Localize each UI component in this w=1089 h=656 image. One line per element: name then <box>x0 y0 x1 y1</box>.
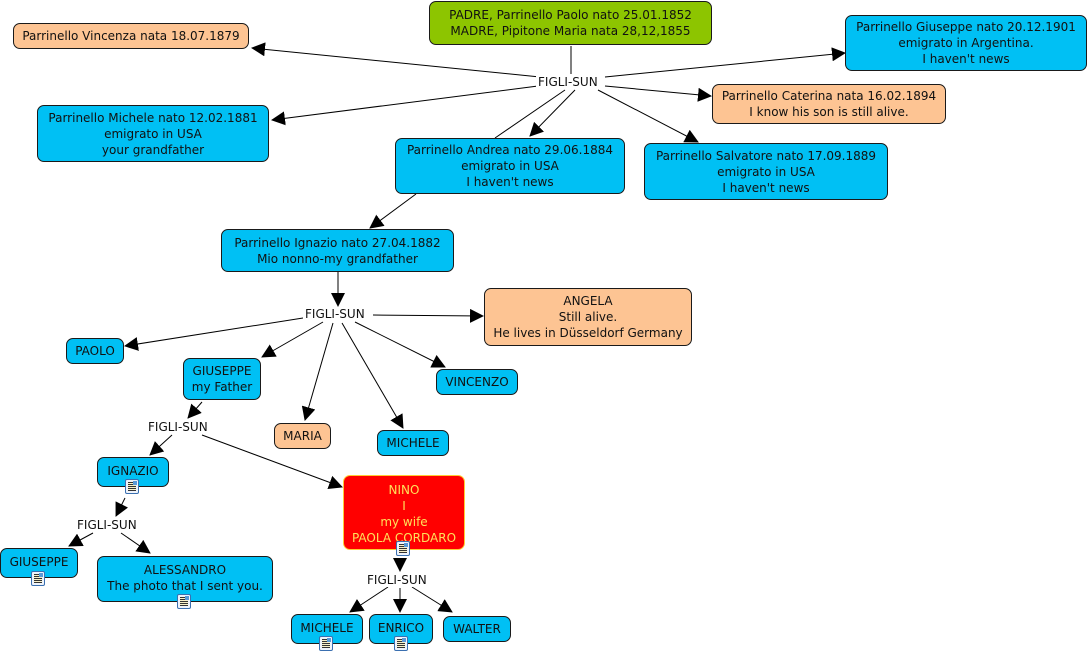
edge <box>494 89 566 139</box>
node-paolo[interactable]: PAOLO <box>66 338 124 364</box>
node-maria[interactable]: MARIA <box>274 423 331 449</box>
edge <box>604 85 712 102</box>
node-alessandro[interactable]: ALESSANDRO The photo that I sent you. <box>97 556 273 602</box>
linking-phrase-figli-sun[interactable]: FIGLI-SUN <box>146 420 210 434</box>
edge <box>529 89 576 137</box>
edge <box>261 321 324 358</box>
node-vincenzo[interactable]: VINCENZO <box>436 369 518 395</box>
edge <box>411 586 453 613</box>
document-image-icon[interactable] <box>177 594 191 609</box>
node-salvatore[interactable]: Parrinello Salvatore nato 17.09.1889 emi… <box>644 143 888 200</box>
document-image-icon[interactable] <box>396 541 410 556</box>
node-vincenza[interactable]: Parrinello Vincenza nata 18.07.1879 <box>13 23 249 49</box>
node-giuseppe-sr[interactable]: Parrinello Giuseppe nato 20.12.1901 emig… <box>845 15 1087 71</box>
linking-phrase-figli-sun[interactable]: FIGLI-SUN <box>303 307 367 321</box>
linking-phrase-figli-sun[interactable]: FIGLI-SUN <box>75 518 139 532</box>
node-nino[interactable]: NINO I my wife PAOLA CORDARO <box>343 475 465 550</box>
node-giuseppe-father[interactable]: GIUSEPPE my Father <box>183 358 261 400</box>
edge <box>372 308 484 323</box>
edge <box>301 322 334 421</box>
node-walter[interactable]: WALTER <box>443 616 511 642</box>
edge <box>251 42 541 78</box>
node-ignazio-jr[interactable]: IGNAZIO <box>97 457 169 487</box>
node-angela[interactable]: ANGELA Still alive. He lives in Düsseldo… <box>484 288 692 346</box>
linking-phrase-figli-sun[interactable]: FIGLI-SUN <box>536 75 600 89</box>
edge <box>68 532 94 547</box>
edge <box>124 317 304 351</box>
document-image-icon[interactable] <box>319 636 333 651</box>
edge <box>271 85 539 126</box>
edge <box>597 89 699 143</box>
node-andrea[interactable]: Parrinello Andrea nato 29.06.1884 emigra… <box>395 138 625 194</box>
edge <box>369 193 417 229</box>
edge <box>115 497 129 517</box>
node-michele-sr[interactable]: Parrinello Michele nato 12.02.1881 emigr… <box>37 105 269 162</box>
linking-phrase-figli-sun[interactable]: FIGLI-SUN <box>365 573 429 587</box>
document-image-icon[interactable] <box>394 636 408 651</box>
node-parents[interactable]: PADRE, Parrinello Paolo nato 25.01.1852 … <box>429 1 712 45</box>
edge <box>604 47 846 78</box>
edge <box>349 586 389 613</box>
edge <box>120 532 151 554</box>
node-michele-mid[interactable]: MICHELE <box>377 430 449 456</box>
edge <box>187 401 203 419</box>
edge <box>354 321 446 368</box>
document-image-icon[interactable] <box>125 479 139 494</box>
document-image-icon[interactable] <box>31 571 45 586</box>
edge <box>149 434 173 456</box>
node-ignazio-sr[interactable]: Parrinello Ignazio nato 27.04.1882 Mio n… <box>221 229 454 272</box>
node-caterina[interactable]: Parrinello Caterina nata 16.02.1894 I kn… <box>712 84 946 124</box>
node-giuseppe-jr[interactable]: GIUSEPPE <box>0 548 78 578</box>
edge <box>341 322 404 429</box>
edge <box>201 434 343 490</box>
